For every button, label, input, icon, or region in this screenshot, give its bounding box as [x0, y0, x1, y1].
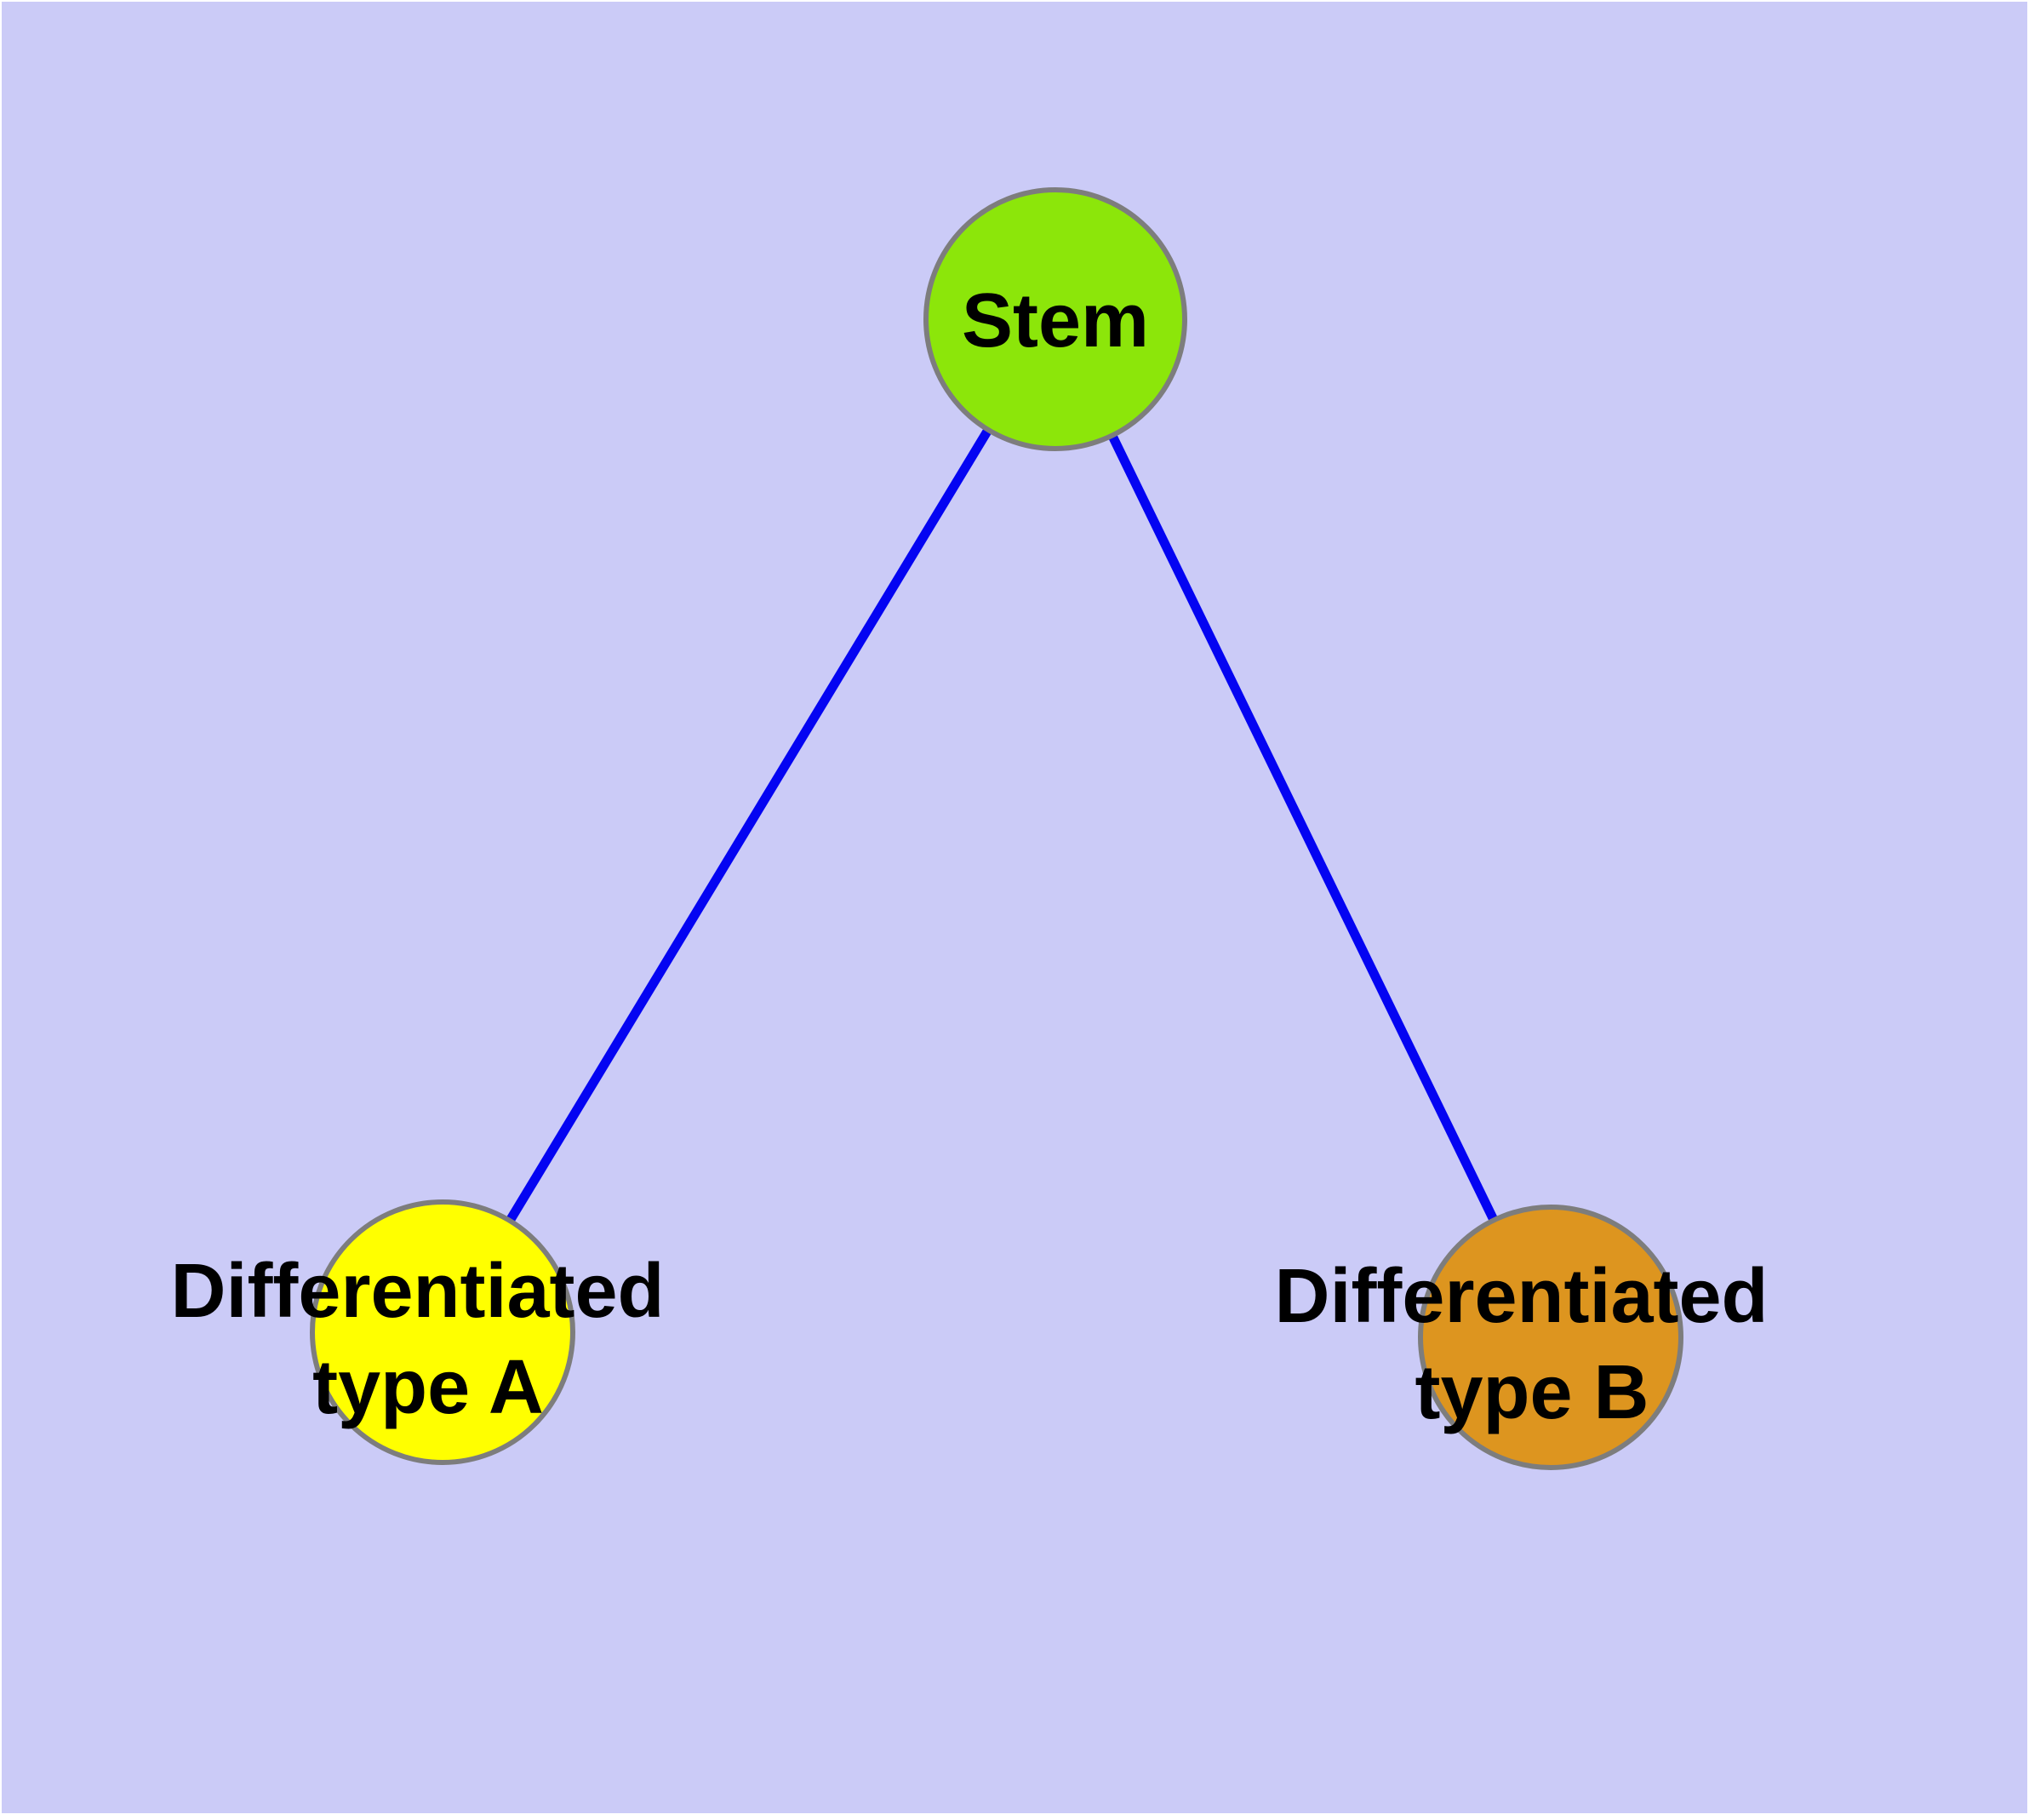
node-stem: Stem [923, 187, 1187, 451]
node-type-a-label: Differentiated type A [170, 1249, 685, 1430]
node-type-b-circle [1418, 1205, 1683, 1470]
node-differentiated-type-b: Differentiated type B [1274, 1205, 1789, 1470]
node-type-b-label-line-1: Differentiated [1274, 1254, 1768, 1339]
edge-stem-to-type-b [1108, 433, 1498, 1222]
node-stem-circle [923, 187, 1187, 451]
node-type-a-circle [310, 1199, 575, 1465]
node-stem-label: Stem [962, 278, 1149, 363]
node-differentiated-type-a: Differentiated type A [170, 1199, 685, 1465]
edge-stem-to-type-a [506, 427, 992, 1223]
node-type-a-label-line-1: Differentiated [170, 1249, 664, 1334]
node-type-b-label-line-2: type B [1415, 1350, 1649, 1435]
node-type-b-label: Differentiated type B [1274, 1254, 1789, 1435]
node-type-a-label-line-2: type A [312, 1345, 544, 1430]
